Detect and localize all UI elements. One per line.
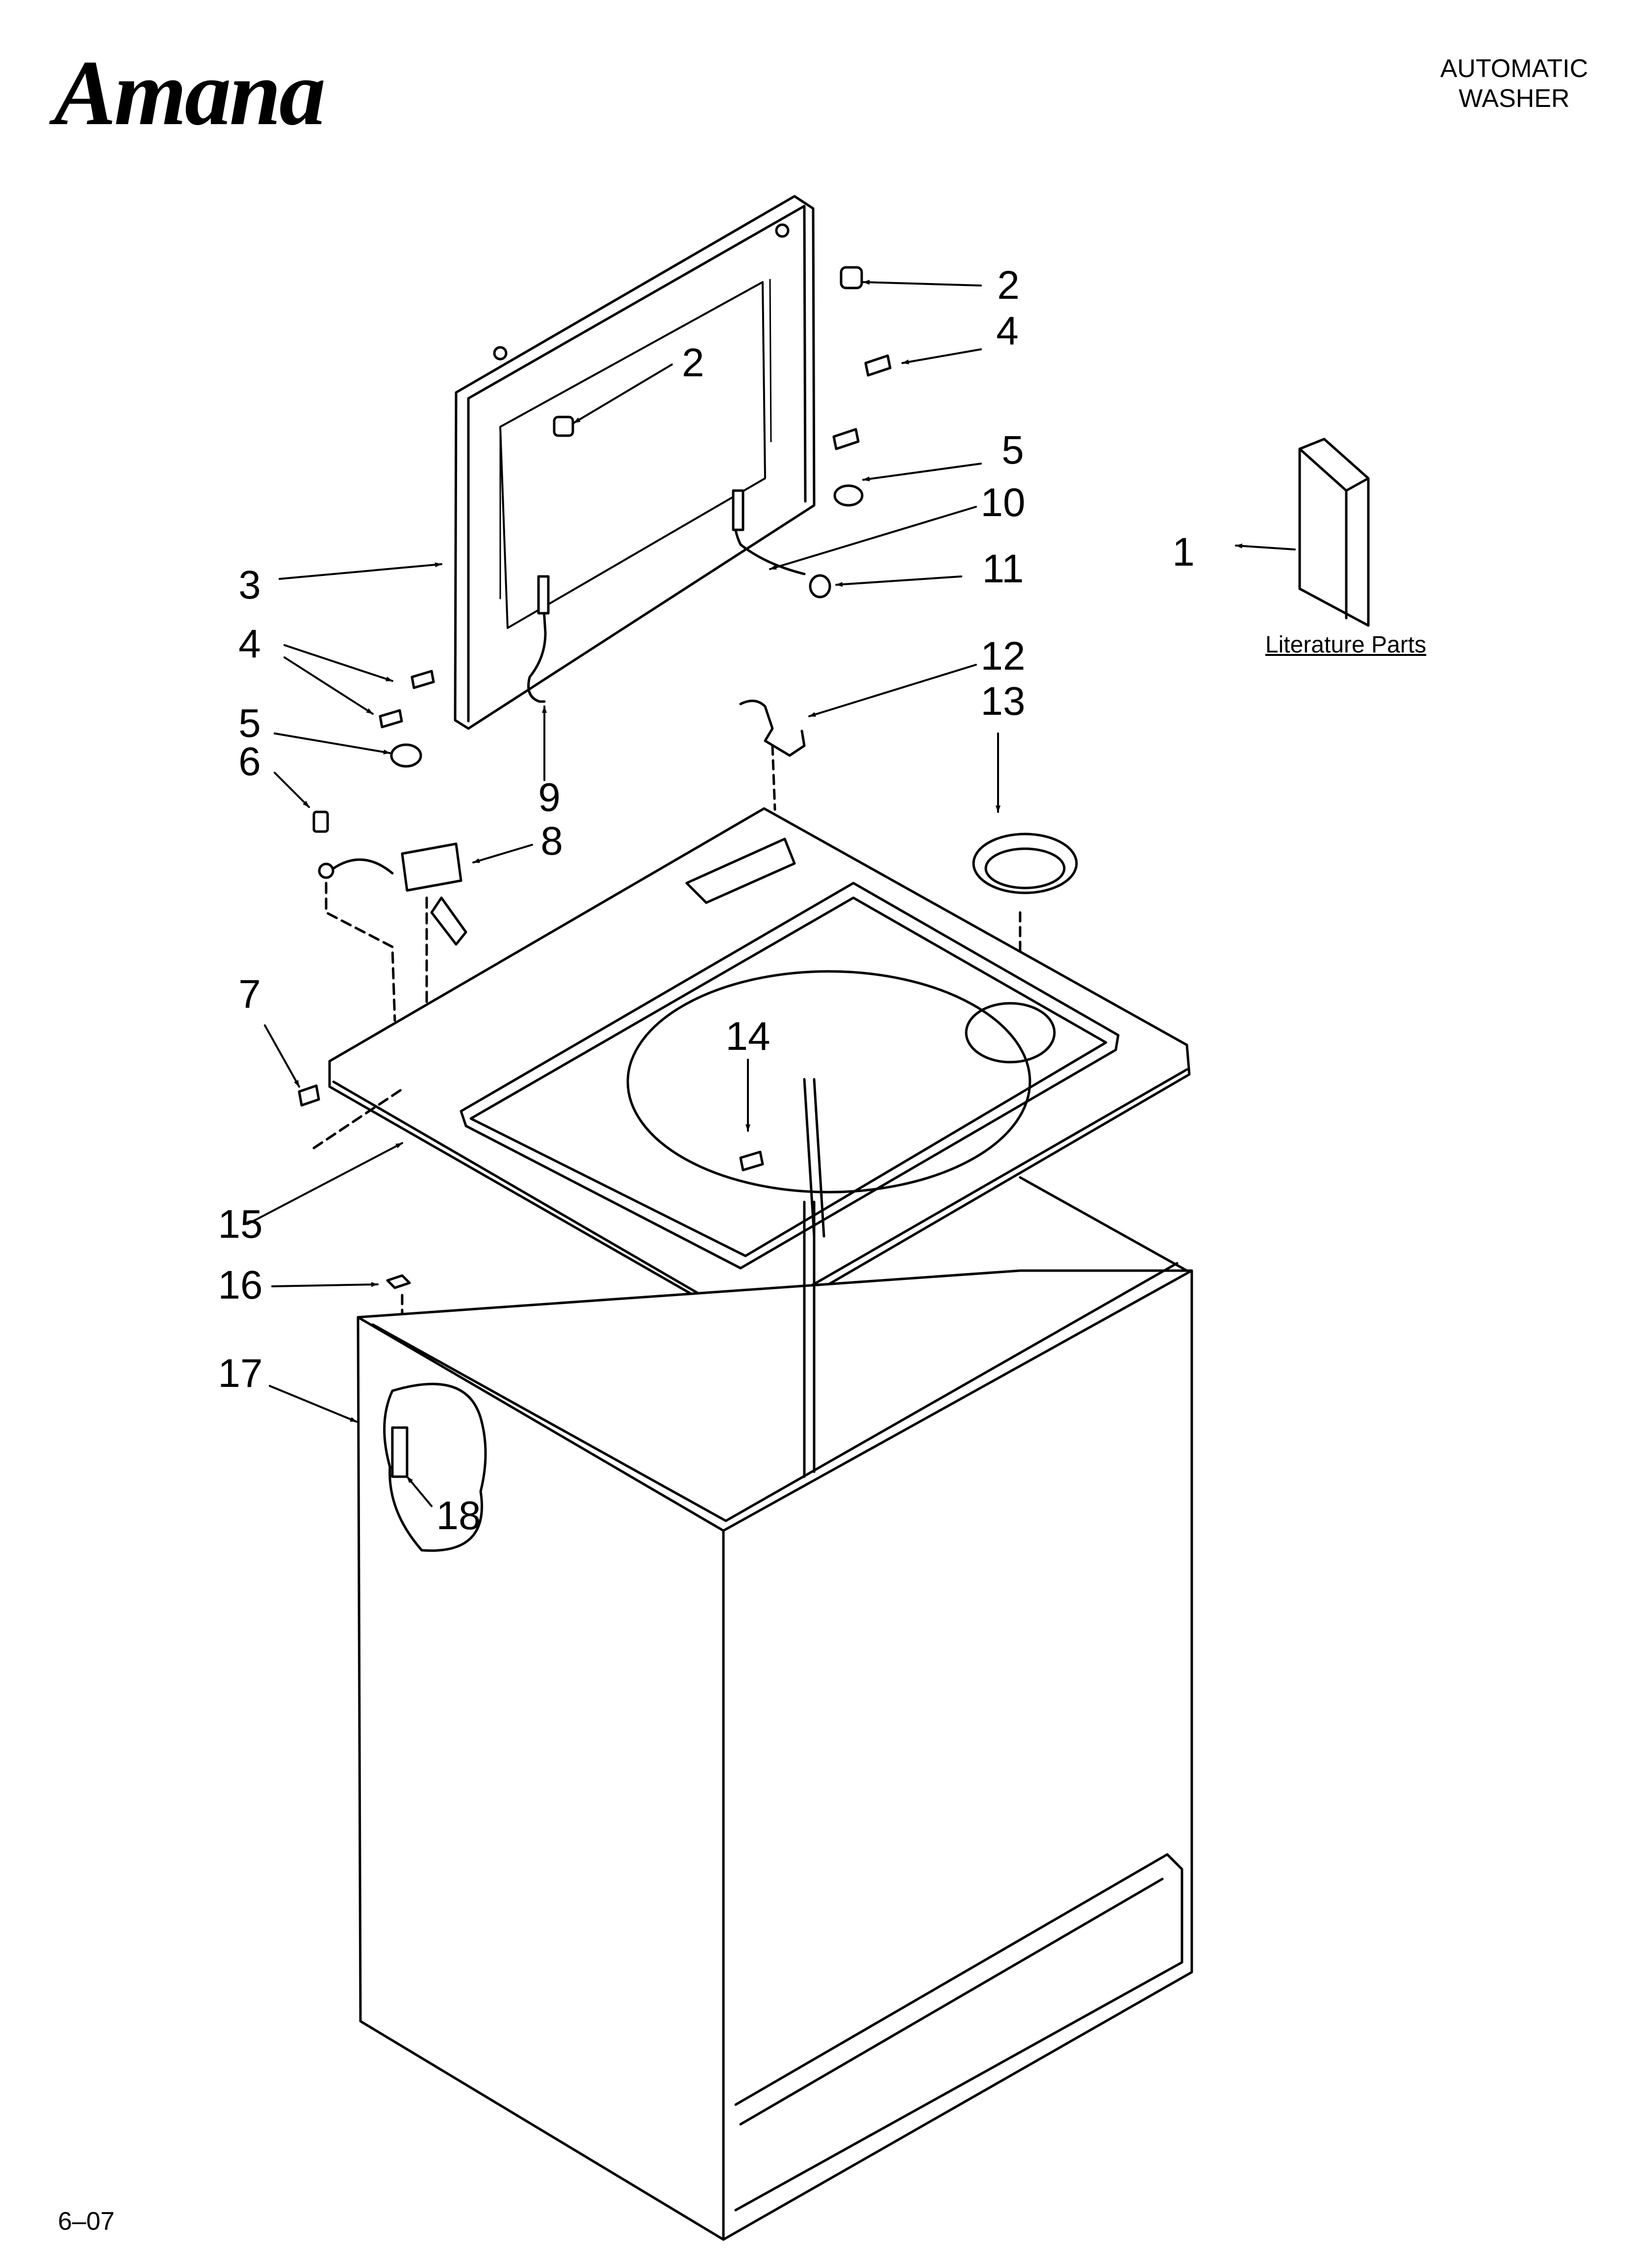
callout-13: 13 [980,679,1026,724]
callout-17: 17 [218,1351,263,1396]
page-title: AUTOMATIC WASHER [1440,54,1588,114]
lid-hinge-right [732,489,806,575]
callout-6: 6 [238,739,261,784]
literature-parts-caption: Literature Parts [1265,632,1427,658]
callout-2: 2 [997,263,1020,308]
callout-7: 7 [238,972,261,1017]
brand-logo: Amana [54,42,326,145]
callout-5: 5 [1001,428,1024,472]
callout-8: 8 [540,819,563,863]
cabinet-cutaway [383,1382,487,1552]
callout-12: 12 [980,634,1026,678]
leader-arrows [247,280,1296,1507]
washer-top-panel [328,807,1191,1329]
callout-2: 2 [682,340,704,385]
callout-11: 11 [982,547,1024,591]
title-line-2: WASHER [1459,84,1570,113]
callout-4: 4 [238,622,261,666]
callout-3: 3 [238,563,261,607]
lid-hinge-left [527,575,550,703]
title-line-1: AUTOMATIC [1440,54,1588,83]
lid-switch-assembly [312,810,467,1022]
callout-10: 10 [980,480,1026,525]
top-clip-left [298,1084,404,1149]
lid-bumper-hardware [379,266,892,768]
callout-5: 5 [238,701,261,746]
callout-4: 4 [996,309,1019,353]
callout-18: 18 [436,1493,481,1538]
washer-lid [454,195,816,730]
callout-14: 14 [725,1014,770,1059]
revision-code: 6–07 [58,2207,115,2236]
top-mount-screw [739,1150,764,1172]
callout-15: 15 [218,1202,263,1247]
washer-cabinet [357,1176,1193,2241]
callout-1: 1 [1172,530,1195,574]
callout-16: 16 [218,1263,263,1307]
callout-9: 9 [538,775,561,820]
lid-strike [739,700,806,811]
literature-booklet [1298,438,1370,627]
